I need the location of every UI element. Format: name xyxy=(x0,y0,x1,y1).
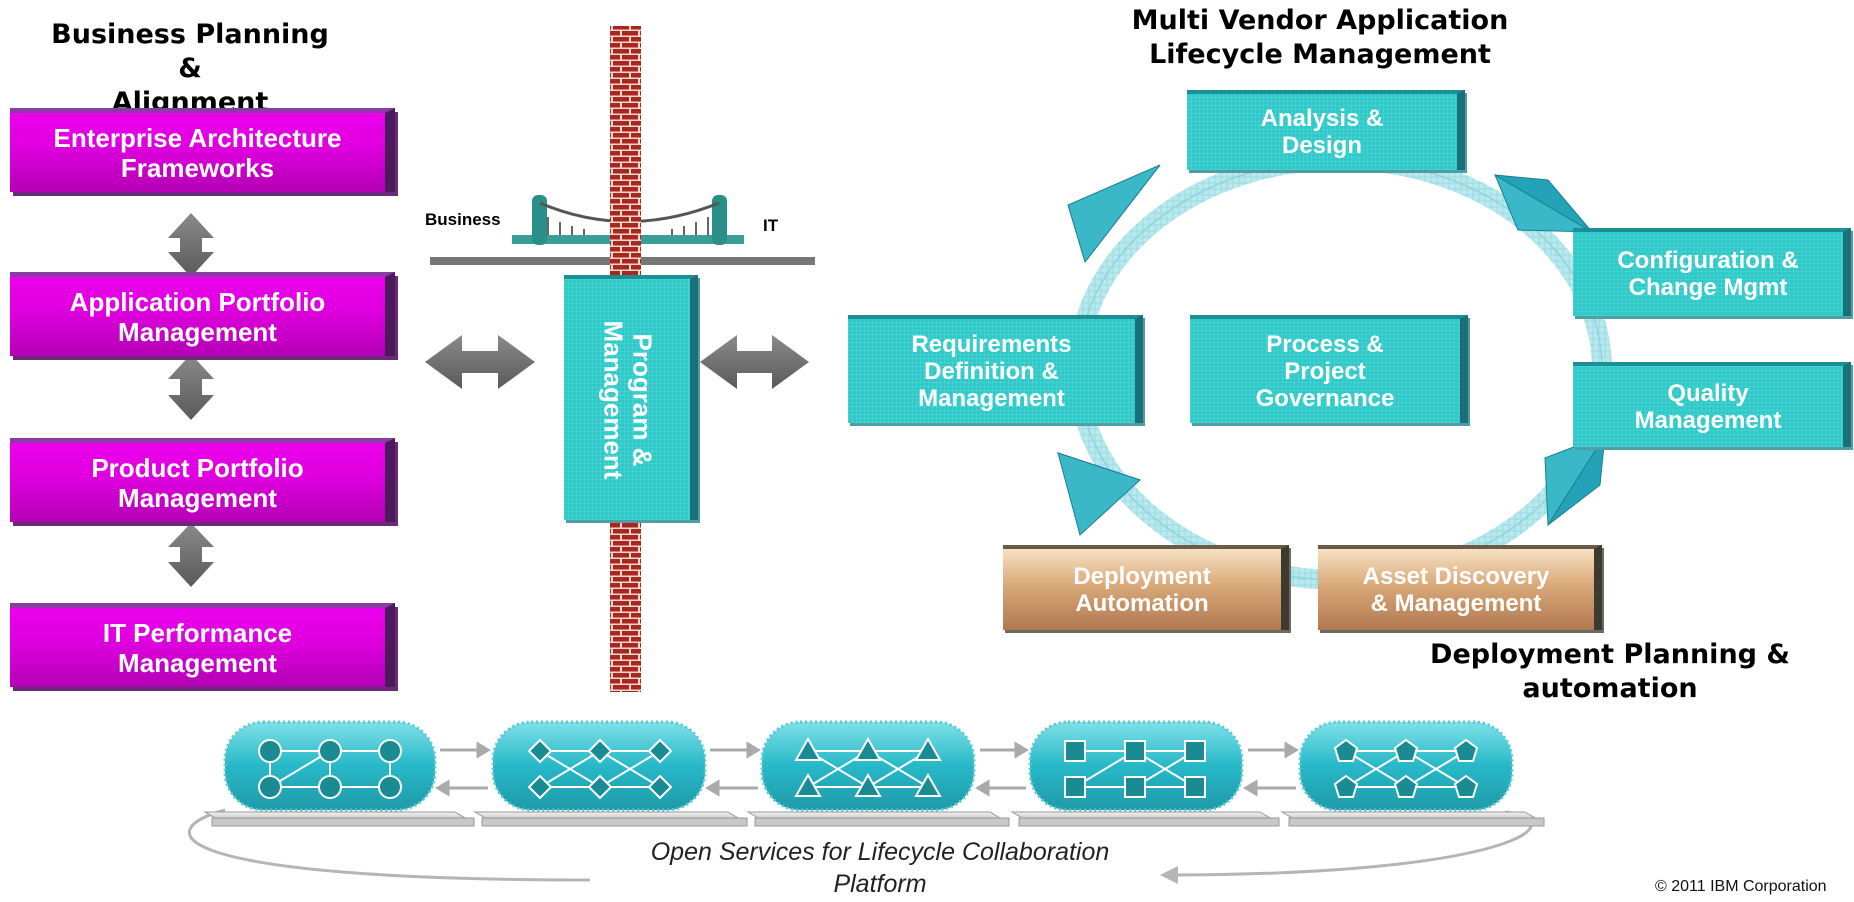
horizontal-double-arrow-icon xyxy=(425,335,809,389)
requirements-box: Requirements Definition & Management xyxy=(848,315,1143,423)
box-label: Deployment Automation xyxy=(1073,562,1211,617)
application-portfolio-box: Application Portfolio Management xyxy=(10,272,395,356)
multi-vendor-heading: Multi Vendor Application Lifecycle Manag… xyxy=(1131,5,1509,70)
circle-icon xyxy=(258,739,402,799)
it-performance-box: IT Performance Management xyxy=(10,603,395,687)
it-label: IT xyxy=(763,216,779,235)
box-label: Enterprise Architecture Frameworks xyxy=(53,122,342,183)
deployment-planning-heading: Deployment Planning & automation xyxy=(1430,639,1790,704)
deployment-automation-box: Deployment Automation xyxy=(1003,545,1289,630)
program-management-box: Program & Management xyxy=(564,275,698,520)
box-label: Quality Management xyxy=(1634,379,1782,434)
asset-discovery-box: Asset Discovery & Management xyxy=(1318,545,1602,630)
process-governance-box: Process & Project Governance xyxy=(1190,315,1468,423)
quality-management-box: Quality Management xyxy=(1573,362,1851,447)
pentagon-icon xyxy=(1333,738,1479,798)
box-label: Process & Project Governance xyxy=(1255,330,1395,412)
box-label: Analysis & Design xyxy=(1260,105,1384,159)
box-label: IT Performance Management xyxy=(102,617,293,678)
enterprise-architecture-box: Enterprise Architecture Frameworks xyxy=(10,108,395,192)
copyright-text: © 2011 IBM Corporation xyxy=(1655,878,1827,895)
analysis-design-box: Analysis & Design xyxy=(1187,90,1465,170)
box-label: Configuration & Change Mgmt xyxy=(1617,247,1799,301)
configuration-change-box: Configuration & Change Mgmt xyxy=(1573,228,1851,316)
triangle-icon xyxy=(794,736,942,797)
diamond-icon xyxy=(527,738,673,800)
box-label: Product Portfolio Management xyxy=(91,452,304,513)
square-icon xyxy=(1064,740,1206,798)
box-label: Requirements Definition & Management xyxy=(911,330,1072,412)
business-planning-heading: Business Planning & Alignment xyxy=(51,19,329,118)
product-portfolio-box: Product Portfolio Management xyxy=(10,438,395,522)
loop-arrowhead-icon xyxy=(1160,866,1178,884)
business-label: Business xyxy=(425,210,501,229)
box-label: Application Portfolio Management xyxy=(69,286,326,347)
platform-label: Open Services for Lifecycle Collaboratio… xyxy=(650,838,1110,898)
box-label: Asset Discovery & Management xyxy=(1362,562,1550,617)
platform-tools xyxy=(203,720,1545,827)
double-arrow-icon xyxy=(168,213,214,587)
program-management-label: Program & Management xyxy=(598,320,658,479)
cycle-arrowhead-icon xyxy=(1056,164,1607,536)
